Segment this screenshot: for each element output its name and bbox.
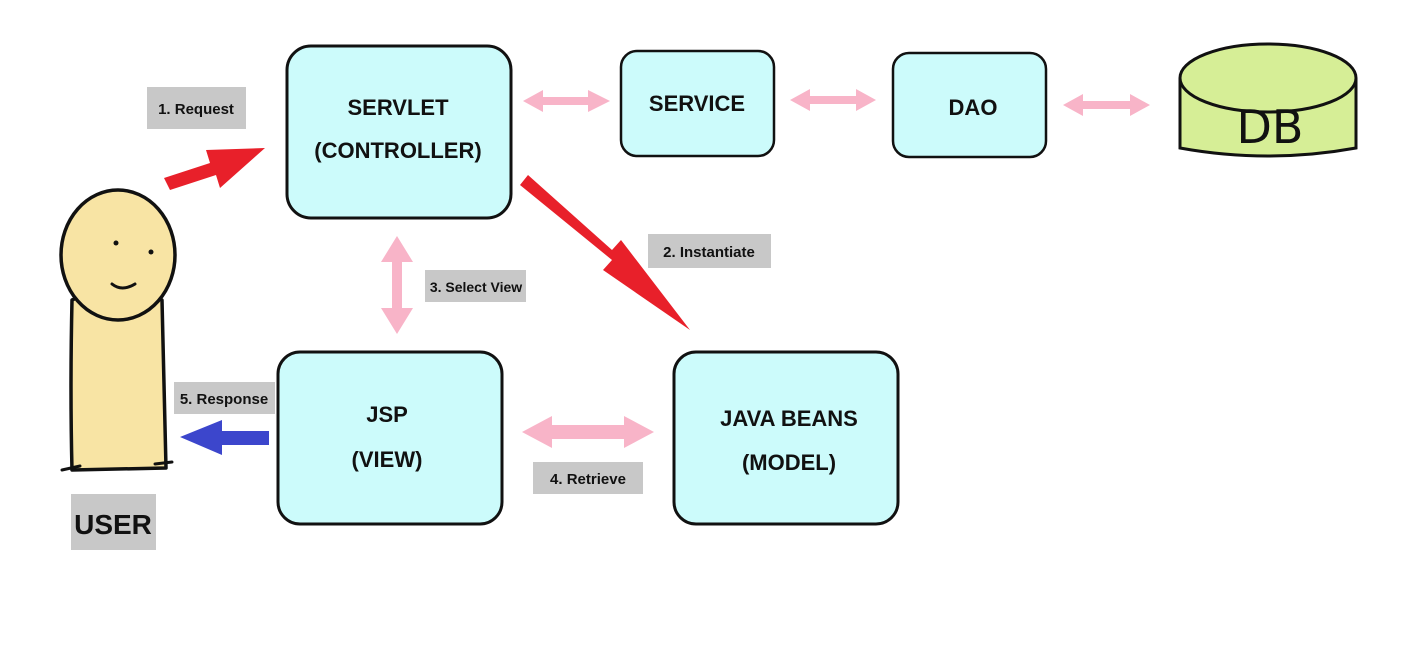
user-smile xyxy=(110,282,137,290)
step-request-bg xyxy=(147,87,246,129)
jsp-title: JSP xyxy=(366,402,408,427)
service-label: SERVICE xyxy=(649,91,745,116)
step-select-view-tag: 3. Select View xyxy=(425,270,526,302)
step-instantiate-tag: 2. Instantiate xyxy=(648,234,771,268)
instantiate-arrow xyxy=(520,175,690,330)
jsp-view-node: JSP (VIEW) xyxy=(276,350,504,526)
java-beans-model-node: JAVA BEANS (MODEL) xyxy=(672,350,900,526)
servlet-service-link-arrow xyxy=(523,90,610,112)
user-right-eye xyxy=(148,249,154,255)
user-tag: USER xyxy=(71,494,156,550)
db-node: DB xyxy=(1178,42,1358,158)
dao-box xyxy=(891,51,1048,159)
servlet-jsp-select-view-arrow xyxy=(381,236,413,334)
jsp-subtitle: (VIEW) xyxy=(352,447,423,472)
dao-node: DAO xyxy=(891,51,1048,159)
step-request-label: 1. Request xyxy=(158,101,234,118)
db-cylinder-top xyxy=(1178,42,1358,114)
step-response-bg xyxy=(174,382,275,414)
step-instantiate-label: 2. Instantiate xyxy=(663,244,755,261)
dao-label: DAO xyxy=(949,95,998,120)
step-select-view-label: 3. Select View xyxy=(430,279,522,295)
user-left-eye xyxy=(113,240,119,246)
step-request-tag: 1. Request xyxy=(147,87,246,129)
service-node: SERVICE xyxy=(619,49,776,158)
step-select-view-bg xyxy=(425,270,526,302)
step-retrieve-tag: 4. Retrieve xyxy=(533,462,643,494)
jsp-beans-retrieve-arrow xyxy=(522,416,654,448)
java-beans-box xyxy=(672,350,900,526)
servlet-controller-node: SERVLET (CONTROLLER) xyxy=(285,44,513,220)
servlet-box xyxy=(285,44,513,220)
user-label: USER xyxy=(74,509,152,540)
servlet-title: SERVLET xyxy=(347,95,449,120)
service-dao-link-arrow xyxy=(790,89,876,111)
step-response-label: 5. Response xyxy=(180,391,268,408)
step-instantiate-bg xyxy=(648,234,771,268)
db-label: DB xyxy=(1237,100,1304,154)
dao-db-link-arrow xyxy=(1063,94,1150,116)
java-beans-title: JAVA BEANS xyxy=(720,406,858,431)
servlet-subtitle: (CONTROLLER) xyxy=(314,138,481,163)
user-head xyxy=(59,188,177,322)
user-label-bg xyxy=(71,494,156,550)
request-arrow xyxy=(164,148,265,190)
jsp-box xyxy=(276,350,504,526)
user-feet xyxy=(60,460,174,472)
user-figure xyxy=(59,188,177,472)
response-arrow xyxy=(180,420,269,455)
java-beans-subtitle: (MODEL) xyxy=(742,450,836,475)
step-retrieve-bg xyxy=(533,462,643,494)
step-retrieve-label: 4. Retrieve xyxy=(550,471,626,488)
service-box xyxy=(619,49,776,158)
step-response-tag: 5. Response xyxy=(174,382,275,414)
